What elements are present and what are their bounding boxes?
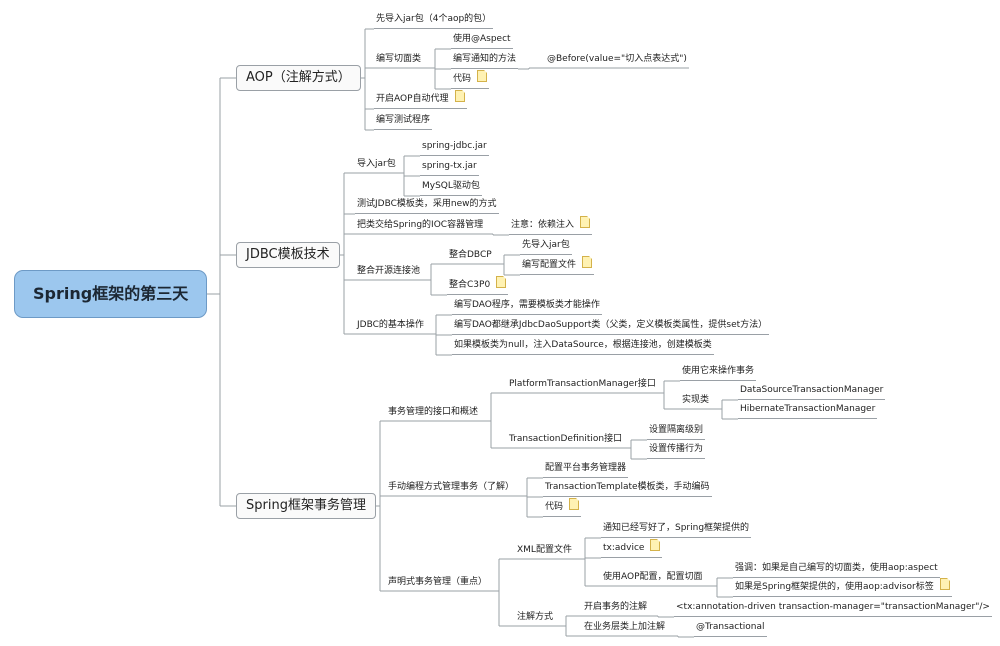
jdbc-dbcp-config[interactable]: 编写配置文件 — [520, 256, 595, 275]
tx-config-manager[interactable]: 配置平台事务管理器 — [543, 459, 629, 478]
jdbc-ioc[interactable]: 把类交给Spring的IOC容器管理 — [357, 220, 484, 230]
topic-jdbc[interactable]: JDBC模板技术 — [236, 242, 340, 268]
aop-code[interactable]: 代码 — [451, 70, 490, 89]
note-icon[interactable] — [650, 539, 661, 551]
aop-import-jars[interactable]: 先导入jar包（4个aop的包） — [374, 10, 494, 29]
tx-code[interactable]: 代码 — [543, 498, 582, 517]
jdbc-pool[interactable]: 整合开源连接池 — [357, 266, 421, 276]
tx-isolation[interactable]: 设置隔离级别 — [647, 421, 706, 440]
topic-aop[interactable]: AOP（注解方式） — [236, 65, 361, 91]
tx-annotation-driven[interactable]: <tx:annotation-driven transaction-manage… — [674, 598, 992, 617]
tx-ptm[interactable]: PlatformTransactionManager接口 — [509, 379, 656, 389]
aop-write-advice-method[interactable]: 编写通知的方法 — [451, 50, 519, 69]
jdbc-ioc-note[interactable]: 注意：依赖注入 — [509, 216, 593, 235]
tx-impl[interactable]: 实现类 — [682, 395, 710, 405]
aop-enable-autoproxy-label: 开启AOP自动代理 — [376, 94, 449, 104]
jdbc-dbcp-config-label: 编写配置文件 — [522, 260, 577, 270]
tx-txadvice[interactable]: tx:advice — [601, 539, 663, 558]
jdbc-basic[interactable]: JDBC的基本操作 — [357, 320, 424, 330]
tx-emphasis-advisor-label: 如果是Spring框架提供的，使用aop:advisor标签 — [735, 582, 934, 592]
tx-aop-config[interactable]: 使用AOP配置，配置切面 — [603, 572, 703, 582]
note-icon[interactable] — [939, 578, 950, 590]
jdbc-dbcp-import[interactable]: 先导入jar包 — [520, 236, 572, 255]
note-icon[interactable] — [496, 276, 507, 288]
aop-code-label: 代码 — [453, 74, 472, 84]
tx-transactional[interactable]: @Transactional — [694, 618, 767, 637]
tx-code-label: 代码 — [545, 502, 564, 512]
tx-manual[interactable]: 手动编程方式管理事务（了解） — [388, 482, 515, 492]
tx-template[interactable]: TransactionTemplate模板类，手动编码 — [543, 478, 712, 497]
jdbc-c3p0[interactable]: 整合C3P0 — [447, 276, 509, 295]
topic-transaction[interactable]: Spring框架事务管理 — [236, 493, 376, 519]
tx-propagation[interactable]: 设置传播行为 — [647, 440, 706, 459]
jdbc-jar-spring-tx[interactable]: spring-tx.jar — [420, 157, 479, 176]
root-topic[interactable]: Spring框架的第三天 — [14, 270, 208, 318]
note-icon[interactable] — [580, 216, 591, 228]
tx-advice-written[interactable]: 通知已经写好了，Spring框架提供的 — [601, 519, 752, 538]
jdbc-ioc-note-label: 注意：依赖注入 — [511, 220, 575, 230]
jdbc-jar-mysql[interactable]: MySQL驱动包 — [420, 177, 482, 196]
jdbc-c3p0-label: 整合C3P0 — [449, 280, 491, 290]
aop-use-aspect[interactable]: 使用@Aspect — [451, 30, 513, 49]
tx-enable-annotation[interactable]: 开启事务的注解 — [584, 602, 648, 612]
aop-before-expression[interactable]: @Before(value="切入点表达式") — [547, 54, 687, 64]
tx-add-annotation[interactable]: 在业务层类上加注解 — [584, 622, 666, 632]
jdbc-dao-need[interactable]: 编写DAO程序，需要模板类才能操作 — [452, 296, 602, 315]
tx-definition[interactable]: TransactionDefinition接口 — [509, 434, 623, 444]
note-icon[interactable] — [582, 256, 593, 268]
note-icon[interactable] — [569, 498, 580, 510]
aop-write-aspect[interactable]: 编写切面类 — [376, 54, 422, 64]
tx-impl-datasource[interactable]: DataSourceTransactionManager — [738, 381, 886, 400]
jdbc-jar-spring-jdbc[interactable]: spring-jdbc.jar — [420, 137, 489, 156]
tx-declarative[interactable]: 声明式事务管理（重点） — [388, 577, 488, 587]
jdbc-test-new[interactable]: 测试JDBC模板类，采用new的方式 — [355, 195, 499, 214]
tx-impl-hibernate[interactable]: HibernateTransactionManager — [738, 400, 878, 419]
aop-enable-autoproxy[interactable]: 开启AOP自动代理 — [374, 90, 467, 109]
tx-txadvice-label: tx:advice — [603, 543, 645, 553]
jdbc-import-jars[interactable]: 导入jar包 — [357, 159, 396, 169]
tx-emphasis-aspect[interactable]: 强调：如果是自己编写的切面类，使用aop:aspect — [733, 559, 940, 578]
note-icon[interactable] — [454, 90, 465, 102]
tx-interfaces[interactable]: 事务管理的接口和概述 — [388, 407, 479, 417]
jdbc-dbcp[interactable]: 整合DBCP — [449, 250, 492, 260]
note-icon[interactable] — [477, 70, 488, 82]
aop-write-test[interactable]: 编写测试程序 — [374, 111, 433, 130]
tx-annotation[interactable]: 注解方式 — [517, 612, 554, 622]
tx-emphasis-advisor[interactable]: 如果是Spring框架提供的，使用aop:advisor标签 — [733, 578, 952, 597]
jdbc-dao-extend[interactable]: 编写DAO都继承JdbcDaoSupport类（父类，定义模板类属性，提供set… — [452, 316, 770, 335]
jdbc-dao-null[interactable]: 如果模板类为null，注入DataSource，根据连接池，创建模板类 — [452, 336, 714, 355]
tx-ptm-use[interactable]: 使用它来操作事务 — [680, 362, 757, 381]
tx-xml[interactable]: XML配置文件 — [517, 545, 572, 555]
